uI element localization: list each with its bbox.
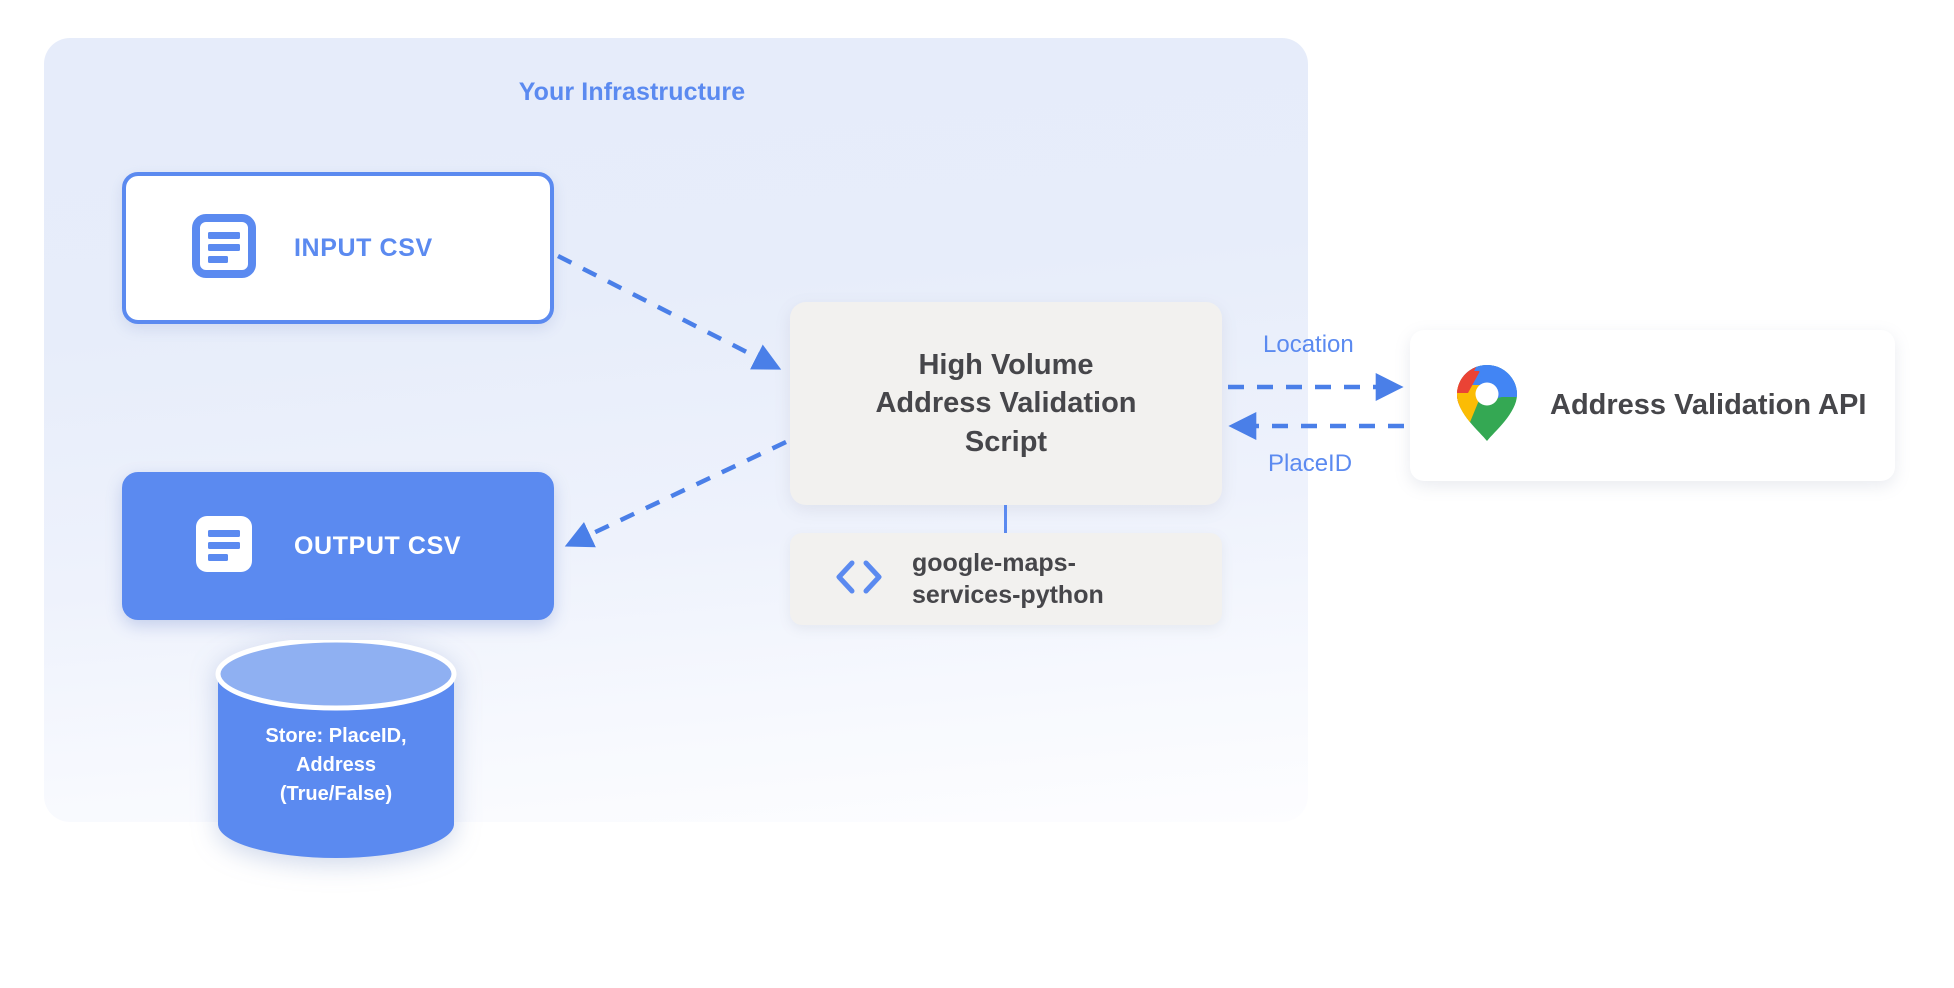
code-brackets-icon (832, 557, 886, 602)
script-label: High Volume Address Validation Script (859, 346, 1152, 462)
node-client-library[interactable]: google-maps- services-python (790, 533, 1222, 625)
document-icon (192, 512, 256, 581)
node-database[interactable]: Store: PlaceID, Address (True/False) (212, 640, 460, 858)
script-line-2: Address Validation (875, 387, 1137, 420)
edge-label-location: Location (1263, 331, 1354, 358)
output-csv-label: OUTPUT CSV (294, 531, 462, 560)
node-address-validation-api[interactable]: Address Validation API (1410, 330, 1895, 481)
node-input-csv[interactable]: INPUT CSV (122, 172, 554, 324)
script-library-connector (1004, 505, 1007, 535)
api-label: Address Validation API (1550, 389, 1867, 421)
script-line-1: High Volume (918, 348, 1094, 381)
library-label: google-maps- services-python (912, 547, 1104, 611)
node-validation-script[interactable]: High Volume Address Validation Script (790, 302, 1222, 505)
script-line-3: Script (964, 425, 1048, 458)
edge-label-placeid: PlaceID (1268, 450, 1353, 477)
library-line-1: google-maps- (912, 549, 1076, 577)
library-line-2: services-python (912, 581, 1104, 609)
panel-title: Your Infrastructure (518, 78, 746, 106)
google-maps-pin-icon (1454, 363, 1520, 448)
input-csv-label: INPUT CSV (294, 233, 433, 262)
document-icon (192, 213, 256, 283)
node-output-csv[interactable]: OUTPUT CSV (122, 472, 554, 620)
